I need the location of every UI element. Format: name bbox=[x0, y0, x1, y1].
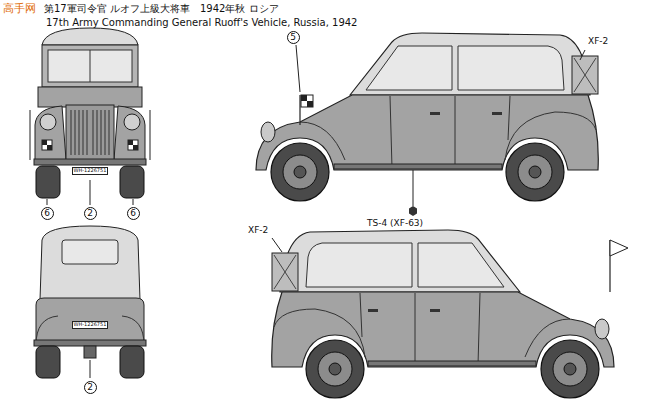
watermark: 高手网 bbox=[3, 3, 36, 15]
callout-number: 2 bbox=[84, 207, 97, 220]
side-view bbox=[256, 33, 598, 201]
paint-code: XF-2 bbox=[248, 226, 268, 236]
callout-number: 6 bbox=[127, 207, 140, 220]
callout-number: 5 bbox=[287, 31, 300, 44]
callout-number: 2 bbox=[84, 381, 97, 394]
leader-line bbox=[296, 45, 300, 92]
license-plate: WH-1226751 bbox=[72, 167, 109, 175]
front-view bbox=[30, 28, 150, 205]
side-view bbox=[272, 230, 614, 398]
license-plate: WH-1226751 bbox=[72, 321, 109, 329]
paint-code: XF-2 bbox=[588, 37, 608, 47]
subtitle: 17th Army Commanding General Ruoff's Veh… bbox=[46, 17, 357, 28]
callout-number: 6 bbox=[41, 207, 54, 220]
title: 第17軍司令官 ルオフ上級大将車 1942年秋 ロシア bbox=[44, 3, 279, 14]
rear-view bbox=[34, 226, 146, 378]
paint-code: TS-4 (XF-63) bbox=[367, 219, 423, 229]
